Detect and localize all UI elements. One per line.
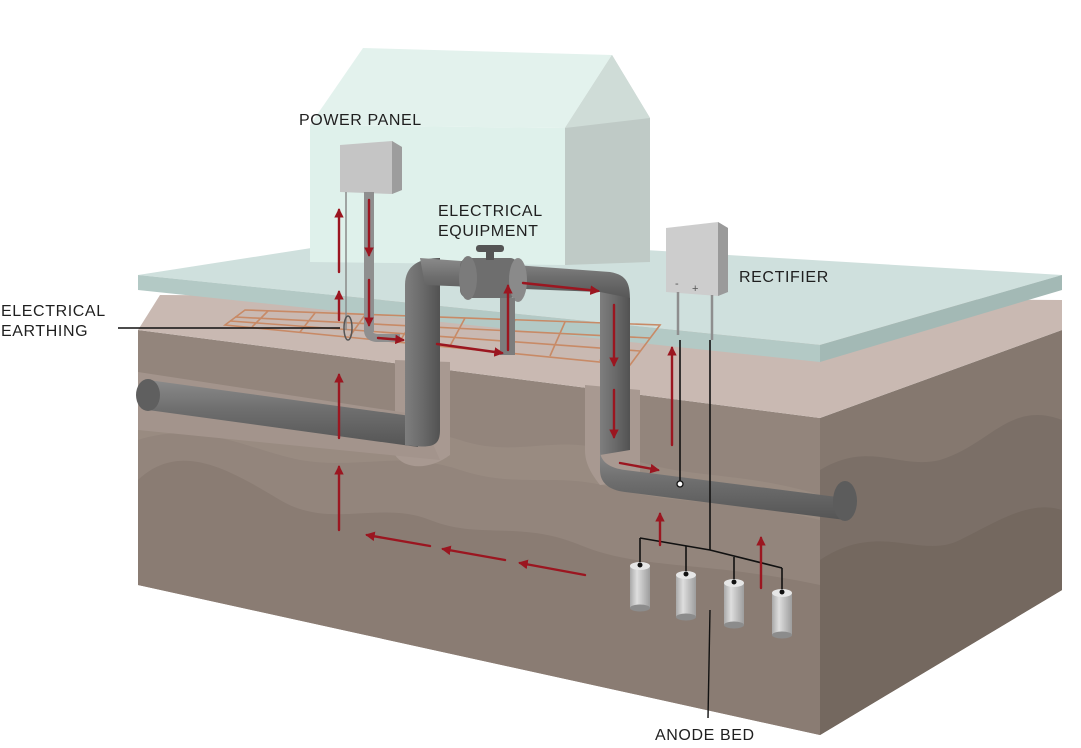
current-arrow — [521, 281, 600, 295]
rectifier-positive-terminal: + — [692, 283, 700, 295]
current-arrow — [435, 342, 504, 357]
rectifier-negative-terminal: - — [675, 278, 680, 290]
current-arrow — [365, 531, 432, 548]
anode-bed-leader-line — [707, 609, 711, 719]
rectifier-label: RECTIFIER — [739, 269, 829, 286]
pipe-buried-right — [600, 450, 845, 520]
valve-flange-right — [509, 258, 527, 302]
anode-2 — [676, 571, 696, 621]
anode-1 — [630, 562, 650, 612]
valve-handwheel — [476, 245, 504, 252]
electrical-earthing-label-line2: EARTHING — [1, 323, 89, 340]
power-panel — [340, 141, 402, 342]
electrical-equipment-label-line2: EQUIPMENT — [438, 223, 539, 240]
current-arrow — [618, 461, 660, 474]
valve-stem — [486, 248, 494, 260]
soil-strata-side-2 — [820, 507, 1062, 735]
pipe-buried-left — [148, 380, 418, 447]
current-arrow — [441, 545, 507, 562]
anode-3 — [724, 579, 744, 629]
power-panel-label: POWER PANEL — [299, 112, 422, 129]
pipe-riser-right — [600, 292, 630, 455]
anode-4 — [772, 589, 792, 639]
soil-strata-front — [138, 460, 820, 735]
pipeline — [136, 245, 857, 521]
pipe-end-right — [833, 481, 857, 521]
rectifier — [666, 222, 728, 550]
anode-bed — [630, 537, 792, 639]
current-arrow — [518, 559, 587, 577]
pipe-riser-left — [405, 258, 440, 447]
slab-side-edge — [820, 275, 1062, 362]
house-roof-side — [565, 55, 650, 128]
current-flow-arrows — [334, 198, 766, 590]
valve-flange-left — [459, 256, 477, 300]
anode-bed-label: ANODE BED — [655, 727, 755, 744]
pipe-end-left — [136, 379, 160, 411]
electrical-equipment-label-line1: ELECTRICAL — [438, 203, 543, 220]
house-gable — [310, 48, 612, 128]
electrical-earthing-label-line1: ELECTRICAL — [1, 303, 106, 320]
current-arrow — [376, 334, 405, 345]
